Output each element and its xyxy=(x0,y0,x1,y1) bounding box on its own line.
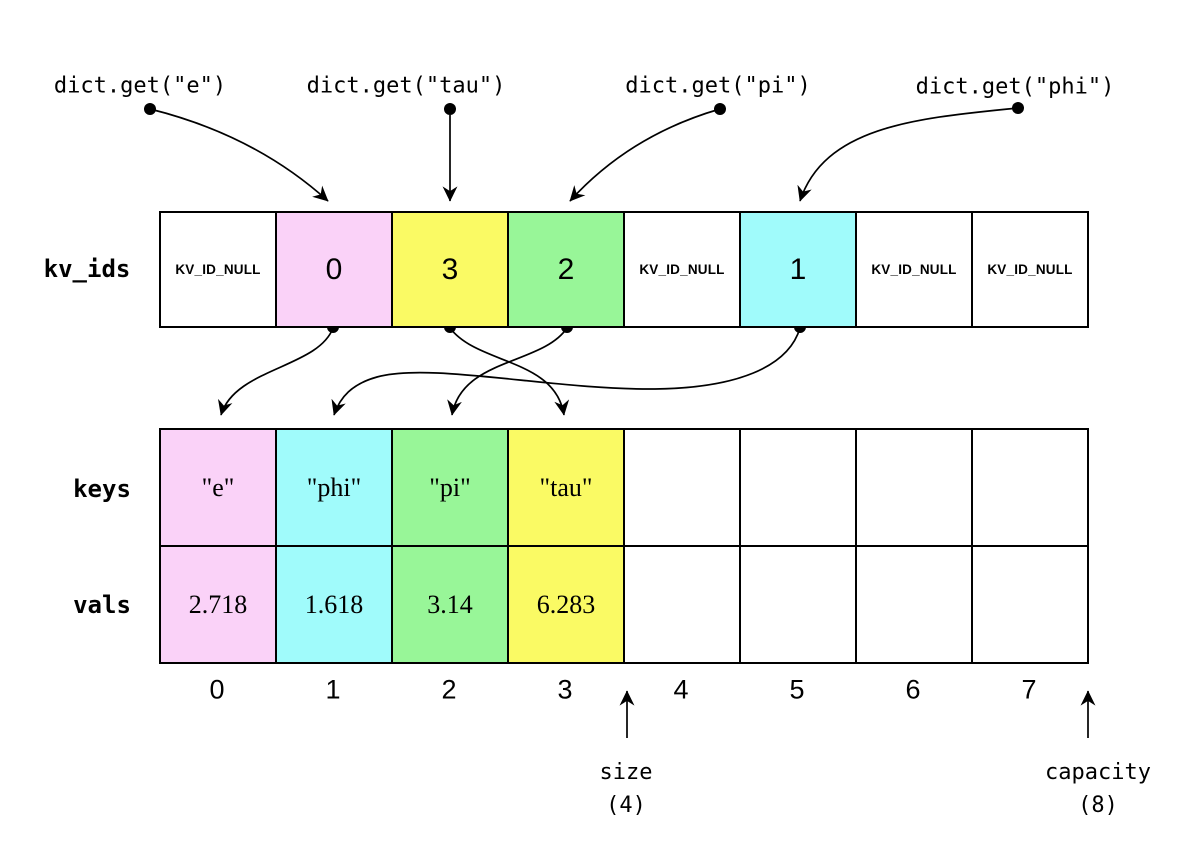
arrow-slot1-to-entry0 xyxy=(218,327,334,416)
vals-row-label: vals xyxy=(73,591,131,619)
kv-ids-cell-4: KV_ID_NULL xyxy=(623,211,741,328)
vals-cell-7 xyxy=(971,545,1089,664)
keys-row-label: keys xyxy=(73,475,131,503)
kv-ids-array: KV_ID_NULL 0 3 2 KV_ID_NULL 1 KV_ID_NULL… xyxy=(159,211,1089,328)
kv-ids-cell-5: 1 xyxy=(739,211,857,328)
index-label-4: 4 xyxy=(673,674,689,705)
size-label: size xyxy=(599,760,653,785)
query-label-get-phi: dict.get("phi") xyxy=(915,74,1115,100)
size-annotation: size (4) xyxy=(600,756,653,822)
vals-cell-1: 1.618 xyxy=(275,545,393,664)
keys-array: "e" "phi" "pi" "tau" xyxy=(159,428,1089,547)
vals-cell-3: 6.283 xyxy=(507,545,625,664)
vals-array: 2.718 1.618 3.14 6.283 xyxy=(159,545,1089,664)
keys-cell-5 xyxy=(739,428,857,547)
kv-ids-row-label: kv_ids xyxy=(43,255,131,283)
index-label-1: 1 xyxy=(325,674,341,705)
kv-ids-cell-1: 0 xyxy=(275,211,393,328)
keys-cell-6 xyxy=(855,428,973,547)
capacity-annotation: capacity (8) xyxy=(1045,756,1151,822)
query-label-get-pi: dict.get("pi") xyxy=(625,73,811,99)
keys-cell-1: "phi" xyxy=(275,428,393,547)
vals-cell-5 xyxy=(739,545,857,664)
vals-cell-2: 3.14 xyxy=(391,545,509,664)
index-label-0: 0 xyxy=(209,674,225,705)
kv-ids-cell-7: KV_ID_NULL xyxy=(971,211,1089,328)
arrow-get-phi-to-slot5 xyxy=(797,107,1019,202)
vals-cell-6 xyxy=(855,545,973,664)
capacity-value: (8) xyxy=(1078,793,1118,818)
size-value: (4) xyxy=(606,793,646,818)
arrow-slot2-to-entry3 xyxy=(449,327,570,416)
keys-cell-7 xyxy=(971,428,1089,547)
arrow-get-pi-to-slot3 xyxy=(569,108,721,202)
arrow-slot3-to-entry2 xyxy=(447,327,568,416)
arrow-slot5-to-entry1 xyxy=(331,327,801,416)
arrow-get-e-to-slot1 xyxy=(149,108,329,202)
index-label-5: 5 xyxy=(789,674,805,705)
vals-cell-4 xyxy=(623,545,741,664)
query-label-get-tau: dict.get("tau") xyxy=(306,73,506,99)
query-label-get-e: dict.get("e") xyxy=(53,73,227,99)
index-label-2: 2 xyxy=(441,674,457,705)
keys-cell-2: "pi" xyxy=(391,428,509,547)
kv-ids-cell-3: 2 xyxy=(507,211,625,328)
keys-cell-0: "e" xyxy=(159,428,277,547)
keys-cell-4 xyxy=(623,428,741,547)
vals-cell-0: 2.718 xyxy=(159,545,277,664)
kv-ids-cell-6: KV_ID_NULL xyxy=(855,211,973,328)
keys-cell-3: "tau" xyxy=(507,428,625,547)
kv-ids-cell-0: KV_ID_NULL xyxy=(159,211,277,328)
index-label-3: 3 xyxy=(557,674,573,705)
index-label-7: 7 xyxy=(1021,674,1037,705)
index-label-6: 6 xyxy=(905,674,921,705)
kv-ids-cell-2: 3 xyxy=(391,211,509,328)
capacity-label: capacity xyxy=(1045,760,1151,785)
